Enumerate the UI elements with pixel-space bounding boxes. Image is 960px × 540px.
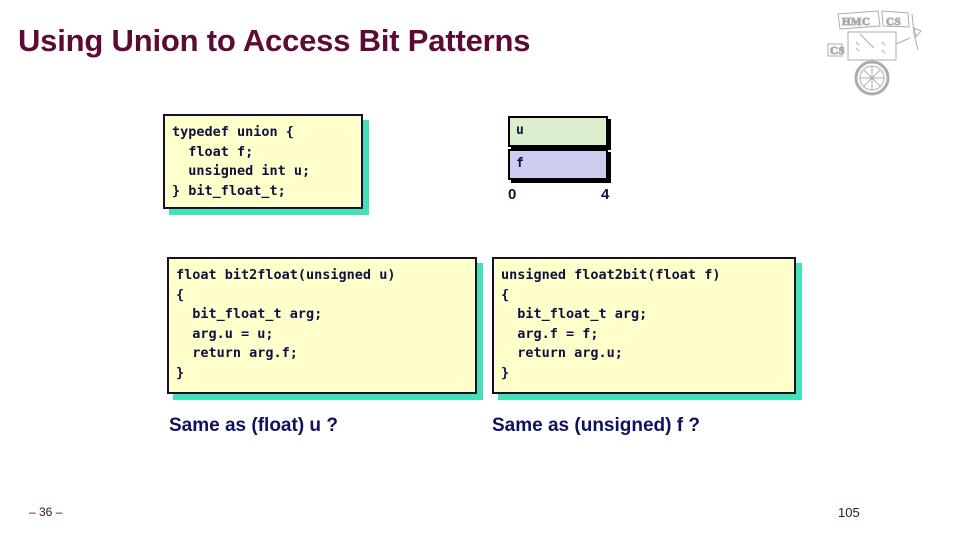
svg-text:HMC: HMC [842,16,870,28]
hmc-cs-logo: HMC CS CS [826,4,922,96]
memory-cell-u-label: u [516,123,524,138]
svg-text:CS: CS [886,16,901,28]
byte-offset-start-label: 0 [508,186,517,203]
memory-cell-f-label: f [516,156,524,171]
byte-offset-end-label: 4 [601,186,610,203]
union-memory-layout: u f 0 4 [508,116,610,206]
memory-cell-f: f [508,149,608,180]
typedef-union-code: typedef union { float f; unsigned int u;… [172,124,311,199]
page-title: Using Union to Access Bit Patterns [18,23,531,58]
float2bit-function: unsigned float2bit(float f) { bit_float_… [501,267,721,381]
float2bit-caption: Same as (unsigned) f ? [492,415,700,436]
bit2float-code-box: float bit2float(unsigned u) { bit_float_… [167,257,477,394]
deck-page-number: 105 [838,505,860,520]
memory-cell-u: u [508,116,608,147]
bit2float-caption: Same as (float) u ? [169,415,338,436]
bit2float-function: float bit2float(unsigned u) { bit_float_… [176,267,396,381]
typedef-union-code-box: typedef union { float f; unsigned int u;… [163,114,363,209]
float2bit-code-box: unsigned float2bit(float f) { bit_float_… [492,257,796,394]
svg-text:CS: CS [830,45,845,57]
slide-number-footer: – 36 – [29,505,63,519]
